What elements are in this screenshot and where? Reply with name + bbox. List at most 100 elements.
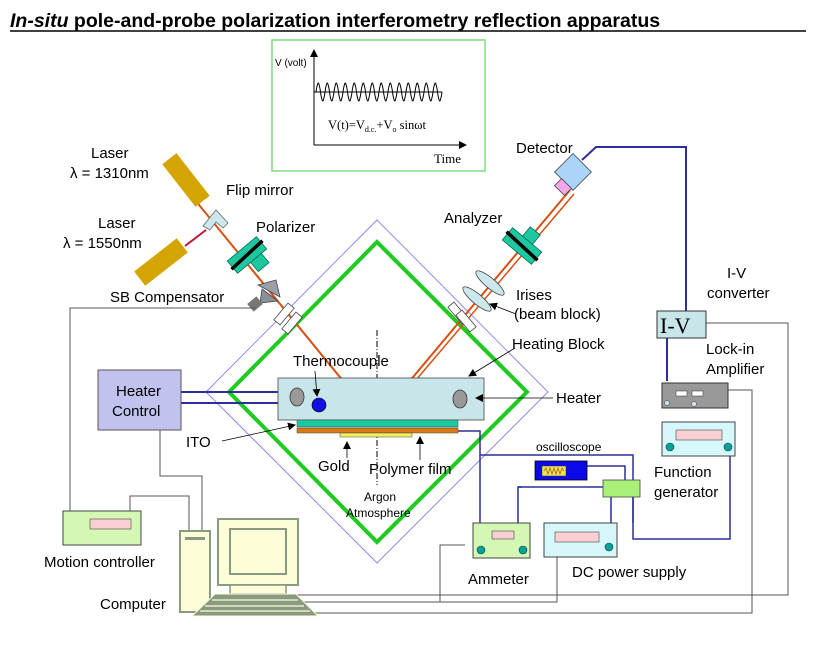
- iris-2: [462, 286, 492, 312]
- wire-motion-controller-to-computer: [129, 495, 190, 531]
- computer-keyboard: [190, 593, 320, 617]
- ito-label: ITO: [186, 434, 211, 451]
- laser-1310-label-2: λ = 1310nm: [70, 165, 149, 182]
- svg-text:In-situ pole-and-probe polariz: In-situ pole-and-probe polarization inte…: [10, 10, 660, 32]
- analyzer-label: Analyzer: [444, 210, 502, 227]
- vacuum-chamber: [205, 219, 549, 564]
- wire-dc-supply-to-computer: [300, 552, 558, 603]
- heating-block-pointer: [468, 347, 516, 377]
- sb-compensator-label: SB Compensator: [110, 289, 224, 306]
- dc-power-supply-knob: [604, 542, 614, 552]
- polymer-film-label: Polymer film: [369, 461, 452, 478]
- wire-switch-to-function-gen: [632, 456, 731, 540]
- heater-control: Heater Control: [97, 369, 182, 431]
- wire-detector-to-iv: [581, 146, 687, 312]
- heating-block-assembly: [277, 377, 485, 438]
- dc-power-supply-display: [554, 531, 600, 543]
- polarizer-mount: [250, 252, 270, 273]
- heater-control-box: [97, 369, 182, 431]
- irises: [462, 270, 517, 315]
- iris-1: [475, 270, 505, 296]
- gold-label: Gold: [318, 458, 350, 475]
- iv-converter-box-label: I-V: [660, 313, 691, 338]
- diagram-title: In-situ pole-and-probe polarization inte…: [10, 10, 806, 32]
- detector: [553, 153, 592, 197]
- iv-converter-label-1: I-V: [727, 265, 746, 282]
- detector-window: [553, 177, 573, 197]
- ammeter: [472, 522, 531, 559]
- heater-control-label-1: Heater: [116, 383, 161, 400]
- laser-1550: [134, 238, 188, 286]
- title-rest: pole-and-probe polarization interferomet…: [69, 10, 661, 32]
- computer: [179, 518, 320, 617]
- heater-control-label-2: Control: [112, 403, 160, 420]
- oscilloscope-trace-icon: [543, 466, 565, 476]
- lock-in-display-2: [691, 390, 704, 397]
- argon-label-1: Argon: [364, 490, 396, 504]
- wire-sb-to-motion-controller: [69, 307, 256, 511]
- inset-y-label: V (volt): [275, 58, 307, 69]
- function-generator-knob-2: [723, 442, 733, 452]
- ammeter-display: [491, 530, 515, 540]
- lock-in-label-2: Amplifier: [706, 361, 764, 378]
- thermocouple-pointer: [312, 370, 321, 397]
- analyzer-mount: [521, 226, 541, 245]
- detector-label: Detector: [516, 140, 573, 157]
- laser-1310-label-1: Laser: [91, 145, 129, 162]
- polarizer-axis-mark: [230, 239, 264, 271]
- function-generator-label-1: Function: [654, 464, 712, 481]
- oscilloscope-label: oscilloscope: [536, 440, 602, 454]
- motion-controller-label: Motion controller: [44, 554, 155, 571]
- inset-sine-wave: [315, 82, 443, 102]
- iv-converter: I-V: [656, 310, 707, 339]
- ito-layer: [296, 419, 459, 428]
- function-generator-label-2: generator: [654, 484, 718, 501]
- argon-label-2: Atmosphere: [346, 506, 411, 520]
- ito-pointer: [221, 422, 296, 442]
- inset-border: [271, 39, 486, 172]
- sb-compensator-prism-1: [256, 279, 281, 298]
- computer-screen: [229, 528, 287, 575]
- entrance-window: [273, 302, 303, 335]
- oscilloscope-screen: [541, 465, 567, 477]
- motion-controller: [62, 510, 142, 546]
- wire-lockin-to-computer: [300, 389, 753, 614]
- laser-1550-label-2: λ = 1550nm: [63, 235, 142, 252]
- inset-equation: V(t)=Vd.c.+Vo sinωt: [328, 118, 426, 134]
- ammeter-label: Ammeter: [468, 571, 529, 588]
- analyzer: [501, 226, 543, 265]
- iv-converter-box: [656, 310, 707, 339]
- signal-inset: V (volt) Time V(t)=Vd.c.+Vo sinωt: [271, 39, 486, 172]
- polarizer-label: Polarizer: [256, 219, 315, 236]
- motion-controller-display: [89, 518, 132, 530]
- computer-label: Computer: [100, 596, 166, 613]
- laser-1550-body: [134, 238, 188, 286]
- heating-block-label: Heating Block: [512, 336, 605, 353]
- function-generator-knob-1: [665, 442, 675, 452]
- irises-label-2: (beam block): [514, 306, 601, 323]
- computer-drive-slot: [185, 537, 205, 540]
- laser-1310: [162, 153, 210, 207]
- wire-ammeter-to-computer: [439, 544, 465, 602]
- chamber-outer-wall: [205, 219, 549, 564]
- title-italic: In-situ: [10, 10, 69, 32]
- lock-in-amplifier: [661, 382, 729, 409]
- flip-mirror: [202, 209, 229, 231]
- irises-pointer: [489, 302, 517, 315]
- computer-tower: [179, 530, 211, 613]
- signal-switch-box: [602, 479, 641, 498]
- ammeter-terminal-2: [518, 545, 528, 555]
- iv-converter-label-2: converter: [707, 285, 770, 302]
- beam-1550: [184, 229, 207, 247]
- sb-compensator-prism-2: [259, 288, 280, 304]
- laser-1310-body: [162, 153, 210, 207]
- oscilloscope: [534, 460, 588, 481]
- analyzer-axis-mark: [505, 230, 539, 262]
- gold-electrode: [339, 432, 413, 438]
- lock-in-label-1: Lock-in: [706, 341, 754, 358]
- laser-1550-label-1: Laser: [98, 215, 136, 232]
- flip-mirror-label: Flip mirror: [226, 182, 294, 199]
- control-wiring: [69, 307, 789, 614]
- heater-label: Heater: [556, 390, 601, 407]
- chamber-inner-wall: [226, 239, 530, 545]
